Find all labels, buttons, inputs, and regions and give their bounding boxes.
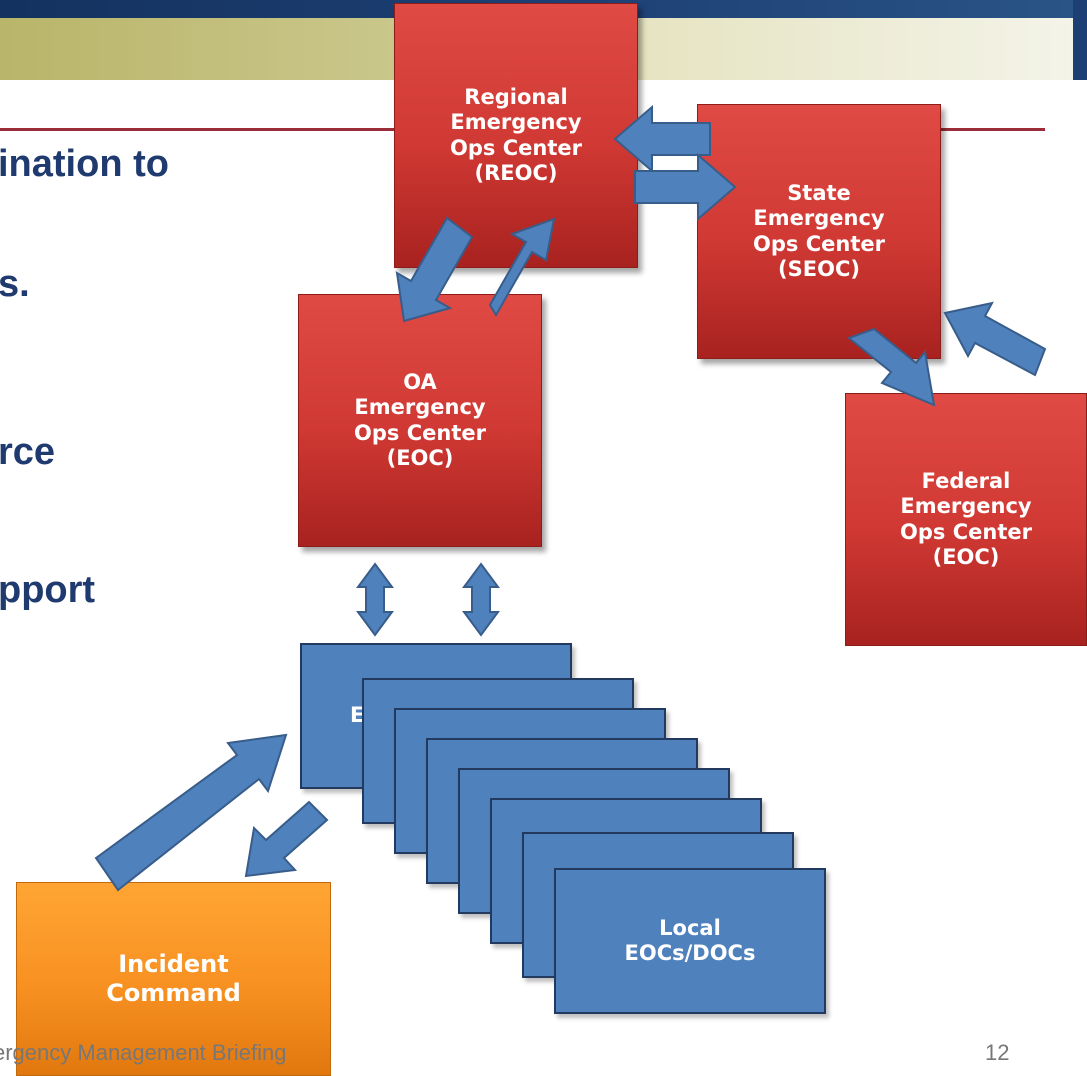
header-edge — [1073, 0, 1087, 80]
arrow-oa-local-1 — [356, 562, 394, 637]
seoc-label: State Emergency Ops Center (SEOC) — [753, 181, 885, 281]
page-number: 12 — [985, 1040, 1010, 1065]
bullet-text-1: ination to — [0, 143, 169, 185]
bullet-text-4: pport — [0, 569, 96, 611]
arrow-reoc-to-oa — [395, 216, 474, 323]
arrow-incident-to-local — [94, 733, 288, 892]
federal-eoc-label: Federal Emergency Ops Center (EOC) — [900, 469, 1032, 569]
local-eoc-partial-label: E — [350, 703, 365, 728]
oa-eoc-box: OA Emergency Ops Center (EOC) — [298, 294, 542, 547]
local-eoc-card-front: Local EOCs/DOCs — [554, 868, 826, 1014]
reoc-box: Regional Emergency Ops Center (REOC) — [394, 3, 638, 268]
footer-text: ergency Management Briefing — [0, 1040, 287, 1065]
local-eoc-label: Local EOCs/DOCs — [624, 915, 756, 965]
arrow-seoc-to-federal — [846, 327, 936, 407]
arrow-seoc-to-reoc — [613, 104, 711, 174]
arrow-reoc-to-seoc — [634, 152, 737, 222]
arrow-local-to-incident — [244, 800, 329, 878]
arrow-external-to-seoc — [943, 301, 1047, 377]
reoc-label: Regional Emergency Ops Center (REOC) — [450, 85, 582, 185]
arrow-oa-local-2 — [462, 562, 500, 637]
oa-eoc-label: OA Emergency Ops Center (EOC) — [354, 370, 486, 470]
incident-command-label: Incident Command — [106, 950, 241, 1007]
federal-eoc-box: Federal Emergency Ops Center (EOC) — [845, 393, 1087, 646]
arrow-oa-to-reoc — [488, 217, 556, 317]
bullet-text-3: rce — [0, 431, 56, 473]
bullet-text-2: s. — [0, 263, 30, 305]
seoc-box: State Emergency Ops Center (SEOC) — [697, 104, 941, 359]
